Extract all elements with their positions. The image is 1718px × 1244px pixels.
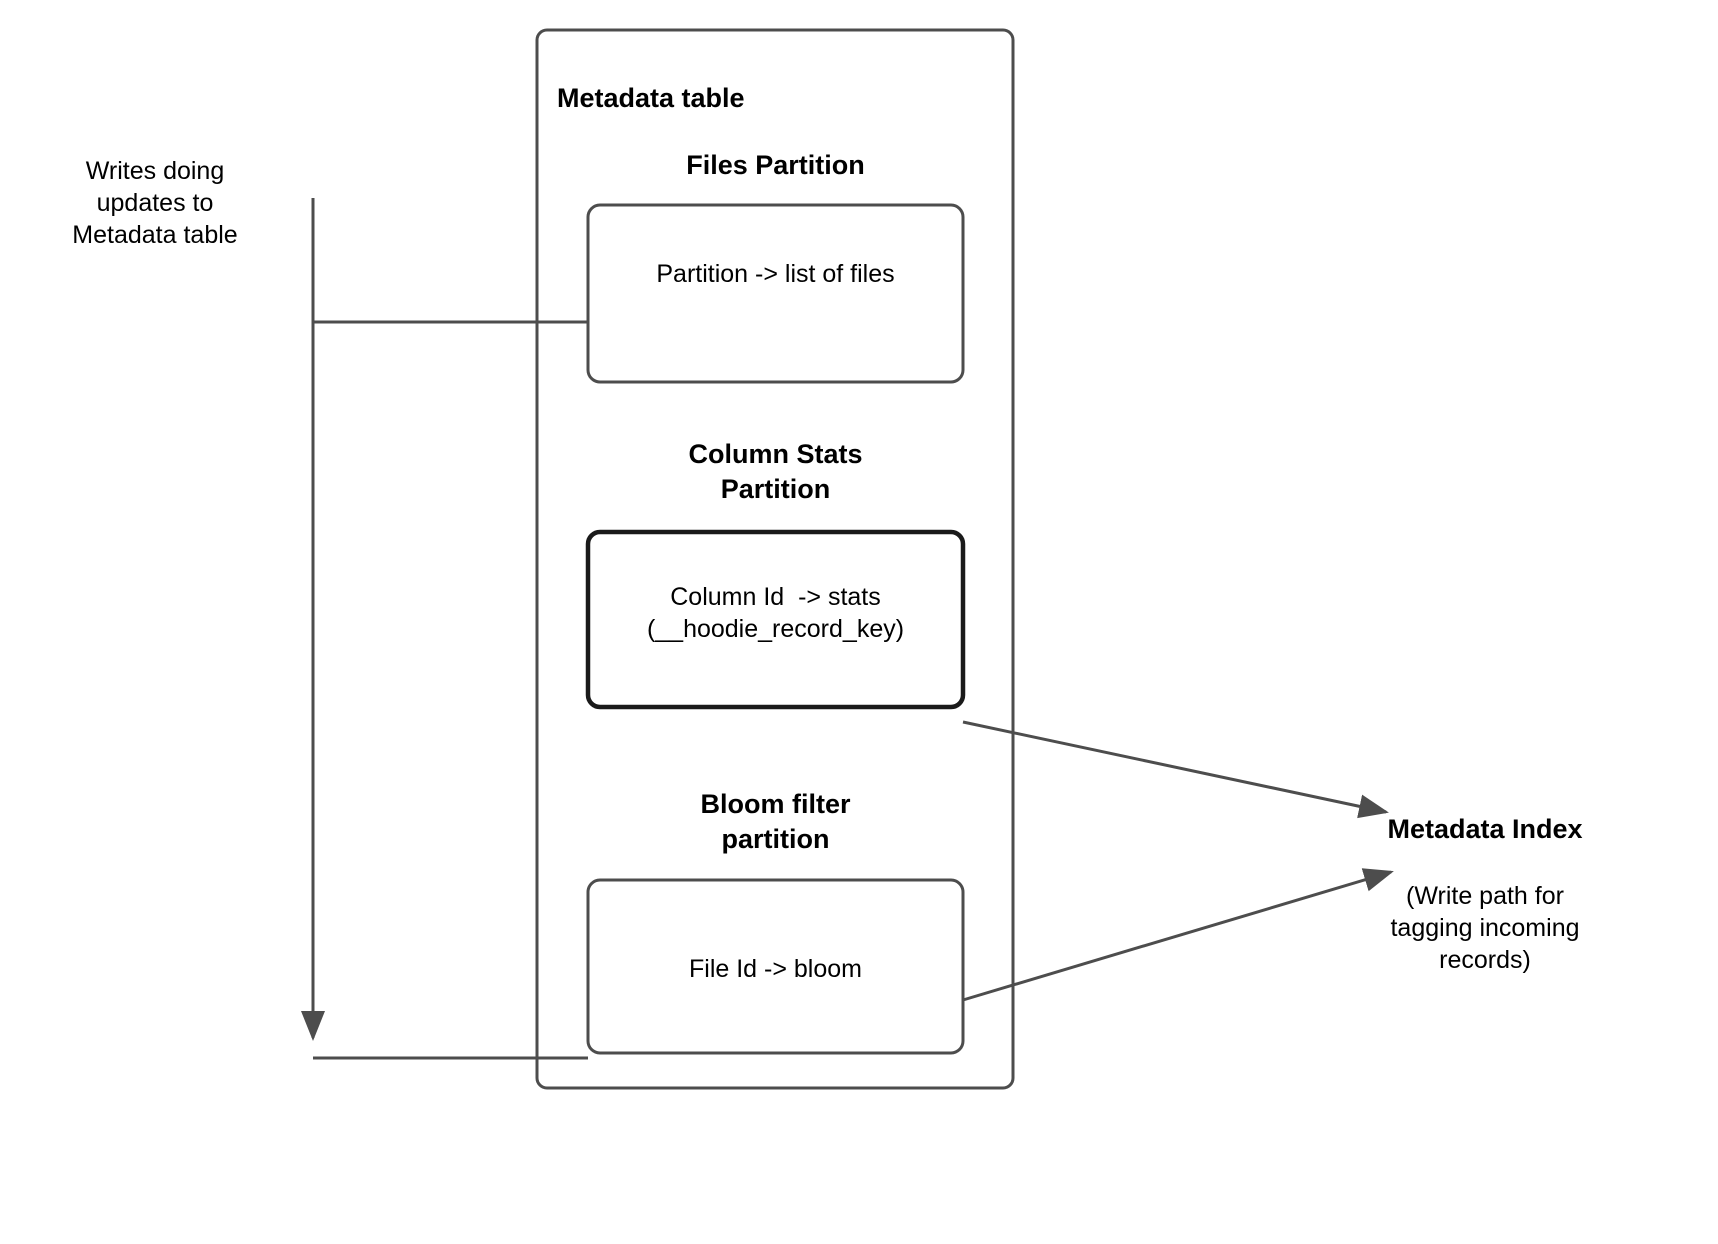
column-stats-partition-box — [585, 529, 966, 710]
bloom-filter-partition-heading: Bloom filter partition — [700, 789, 851, 854]
column-stats-partition-box-label: Column Id -> stats (__hoodie_record_key) — [646, 583, 905, 643]
files-partition-box-label: Partition -> list of files — [656, 260, 895, 288]
metadata-index-title: Metadata Index — [1387, 814, 1583, 844]
bloom-filter-partition-box — [586, 878, 965, 1055]
metadata-table-title: Metadata table — [557, 83, 745, 113]
column-stats-partition-heading: Column Stats Partition — [688, 439, 863, 504]
metadata-index-subtitle: (Write path for tagging incoming records… — [1390, 882, 1580, 974]
bloom-filter-partition-box-label: File Id -> bloom — [689, 955, 862, 983]
metadata-table-container — [535, 28, 1015, 1090]
files-partition-box — [586, 203, 965, 384]
files-partition-heading: Files Partition — [686, 150, 865, 180]
column-stats-to-index-arrow — [962, 720, 1389, 819]
writes-annotation-label: Writes doing updates to Metadata table — [72, 157, 238, 249]
bloom-filter-to-index-arrow — [962, 868, 1394, 1002]
